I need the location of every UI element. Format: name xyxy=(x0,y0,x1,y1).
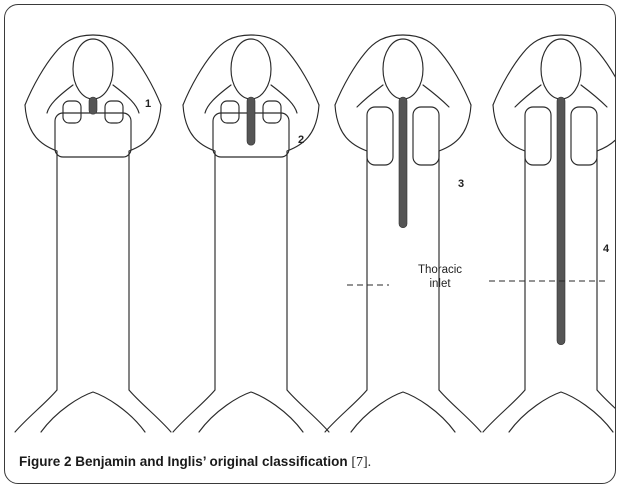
carina xyxy=(41,392,145,432)
arytenoid-right xyxy=(263,101,281,123)
fold-right xyxy=(113,85,139,113)
fold-left xyxy=(205,85,231,113)
larynx-drawing-1 xyxy=(15,35,171,432)
larynx-drawing-3 xyxy=(325,35,481,432)
epiglottis xyxy=(73,39,113,99)
trachea-wall-right xyxy=(287,105,319,390)
pharynx-outline xyxy=(493,35,616,105)
fold-right xyxy=(581,85,607,107)
laryngeal-cleft xyxy=(89,97,97,114)
cartilage-left xyxy=(525,107,551,165)
trachea-wall-right xyxy=(439,105,471,390)
thoracic-inlet-label-line2: inlet xyxy=(429,278,451,290)
trachea-wall-right xyxy=(129,105,161,390)
fold-left xyxy=(47,85,73,113)
larynx-drawing-4 xyxy=(483,35,616,432)
larynx-drawings xyxy=(15,35,616,432)
pharynx-outline xyxy=(335,35,471,105)
bronchus-left-outer xyxy=(483,390,525,432)
type-label-4: 4 xyxy=(603,243,610,255)
epiglottis xyxy=(541,39,581,99)
cartilage-right xyxy=(571,107,597,165)
cartilage-right xyxy=(413,107,439,165)
fold-left xyxy=(357,85,383,107)
bronchus-left-outer xyxy=(325,390,367,432)
bronchus-right-outer xyxy=(597,390,616,432)
trachea-wall-left xyxy=(25,105,57,390)
bronchus-right-outer xyxy=(439,390,481,432)
figure-caption: Figure 2 Benjamin and Inglis’ original c… xyxy=(19,454,371,471)
carina xyxy=(351,392,455,432)
figure-frame: 1 2 3 4 Thoracic inlet Figure 2 Benjamin… xyxy=(4,4,616,484)
caption-reference: [7]. xyxy=(351,455,371,470)
trachea-wall-left xyxy=(493,105,525,390)
larynx-drawing-2 xyxy=(173,35,329,432)
trachea-wall-left xyxy=(183,105,215,390)
epiglottis xyxy=(231,39,271,99)
fold-right xyxy=(423,85,449,107)
trachea-wall-left xyxy=(335,105,367,390)
thoracic-inlet-label-line1: Thoracic xyxy=(418,264,462,276)
laryngeal-cleft xyxy=(247,97,255,145)
arytenoid-left xyxy=(63,101,81,123)
bronchus-left-outer xyxy=(173,390,215,432)
type-label-3: 3 xyxy=(458,178,464,190)
pharynx-outline xyxy=(183,35,319,105)
epiglottis xyxy=(383,39,423,99)
caption-lead: Figure 2 Benjamin and Inglis’ original c… xyxy=(19,454,348,469)
laryngeal-cleft-diagram: 1 2 3 4 Thoracic inlet xyxy=(5,5,616,445)
cartilage-left xyxy=(367,107,393,165)
laryngeal-cleft xyxy=(399,97,407,228)
laryngeal-cleft xyxy=(557,97,565,345)
carina xyxy=(199,392,303,432)
bronchus-right-outer xyxy=(129,390,171,432)
arytenoid-right xyxy=(105,101,123,123)
type-label-2: 2 xyxy=(298,134,304,146)
cricoid-cartilage xyxy=(55,113,131,157)
pharynx-outline xyxy=(25,35,161,105)
bronchus-right-outer xyxy=(287,390,329,432)
fold-right xyxy=(271,85,297,113)
arytenoid-left xyxy=(221,101,239,123)
bronchus-left-outer xyxy=(15,390,57,432)
carina xyxy=(509,392,613,432)
fold-left xyxy=(515,85,541,107)
type-label-1: 1 xyxy=(145,98,151,110)
